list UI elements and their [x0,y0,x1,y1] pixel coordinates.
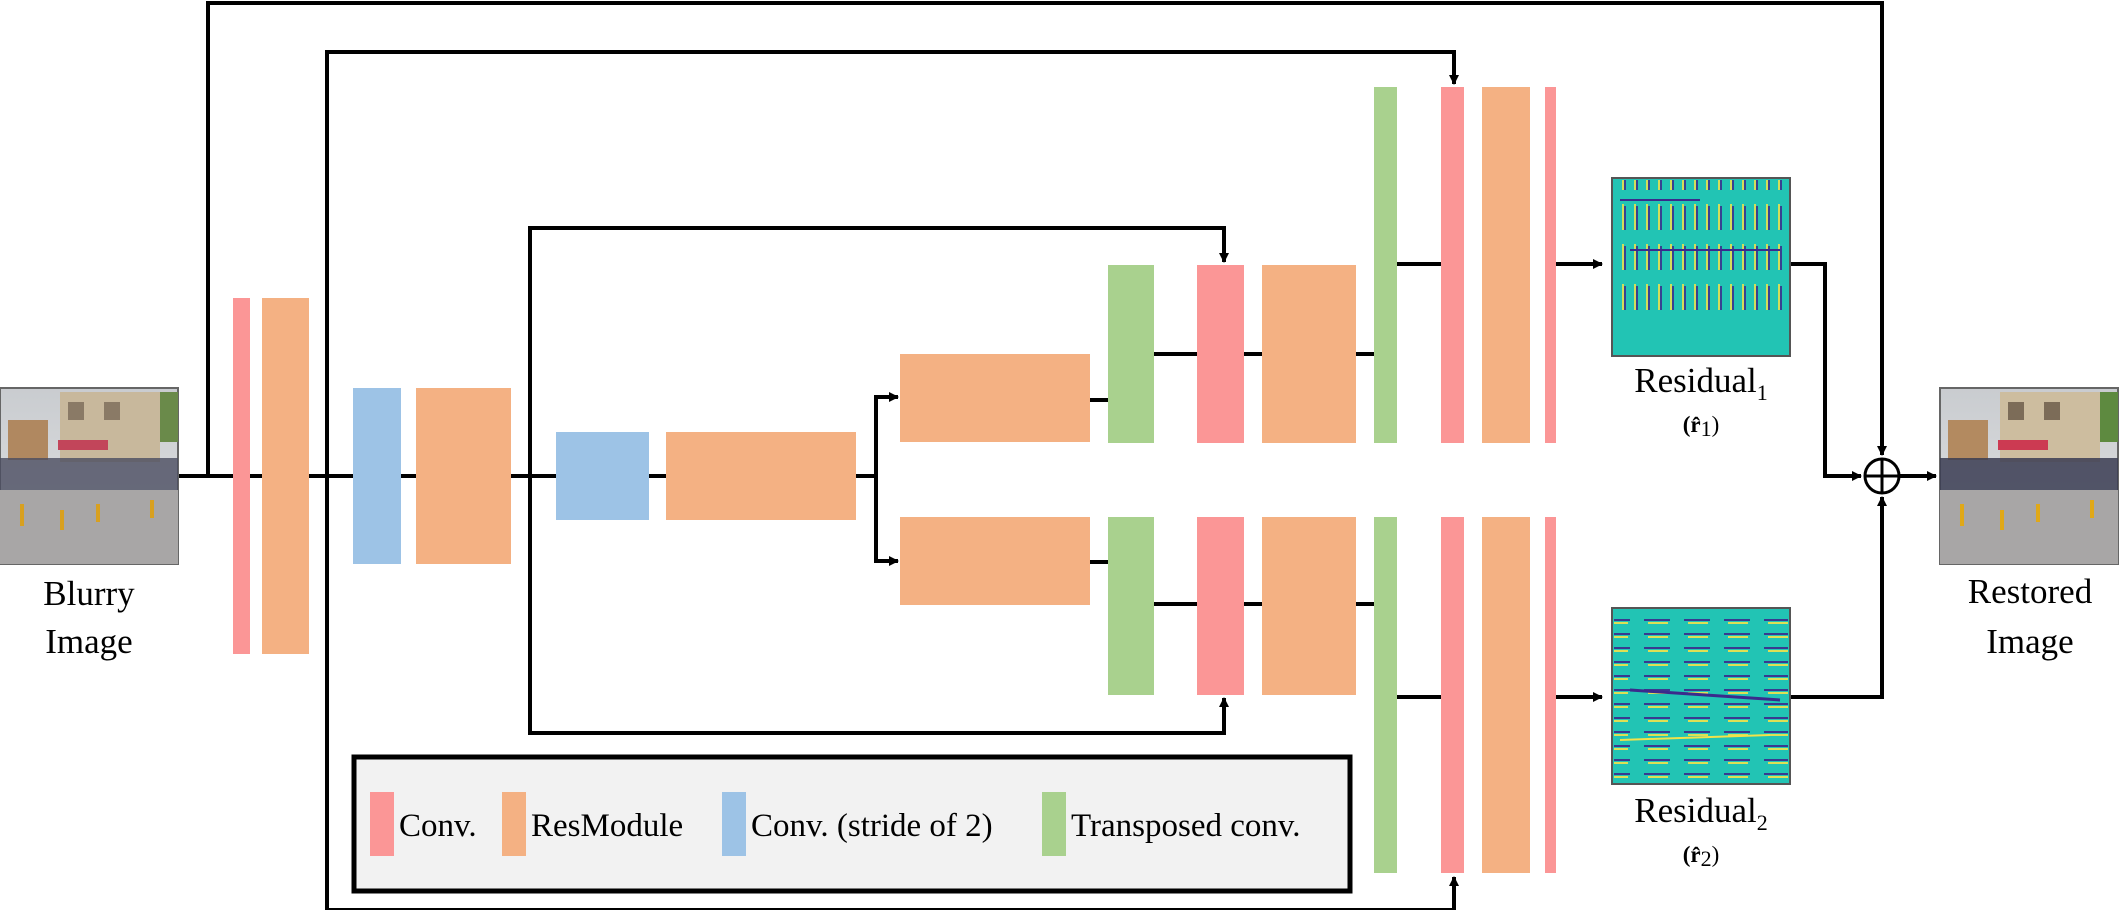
global-skip-arrow [206,1,1887,476]
residual1-to-sum-arrow [1790,262,1862,481]
branch-up-arrow [874,392,899,476]
conv-upper-1 [1197,265,1244,443]
legend-swatch-conv [370,792,394,856]
resmodule-upper-3 [1482,87,1530,443]
transposed-conv-upper-1 [1108,265,1154,443]
residual2-map [1611,607,1791,785]
conv-lower-2 [1441,517,1464,873]
output-label-line1: Restored [1968,572,2093,611]
residual1-label: Residual1 [1634,361,1767,405]
transposed-conv-upper-2 [1374,87,1397,443]
conv-block-1 [233,298,250,654]
residual1-map [1611,177,1791,357]
conv-upper-3 [1545,87,1556,443]
legend-label-conv-stride2: Conv. (stride of 2) [751,808,993,844]
sum-node [1863,457,1901,495]
legend: Conv. ResModule Conv. (stride of 2) Tran… [351,754,1353,894]
residual2-symbol: (r̂2) [1683,842,1720,871]
resmodule-lower-1 [900,517,1090,605]
skip-top-arrow [325,50,1459,476]
conv-lower-1 [1197,517,1244,695]
resmodule-block-3 [666,432,856,520]
restored-image [1939,387,2119,565]
conv-stride2-block-1 [353,388,401,564]
conv-stride2-block-2 [556,432,649,520]
legend-label-conv: Conv. [399,808,477,844]
conv-upper-2 [1441,87,1464,443]
resmodule-lower-2 [1262,517,1356,695]
resmodule-block-1 [262,298,309,654]
output-label-line2: Image [1986,622,2073,661]
skip-mid-upper-arrow [528,226,1229,476]
resmodule-upper-2 [1262,265,1356,443]
legend-swatch-resmodule [502,792,526,856]
resmodule-lower-3 [1482,517,1530,873]
resmodule-block-2 [416,388,511,564]
transposed-conv-lower-1 [1108,517,1154,695]
blurry-image [0,387,179,565]
residual1-symbol: (r̂1) [1683,412,1720,441]
connections [178,1,1937,910]
legend-label-transposed-conv: Transposed conv. [1071,808,1300,844]
input-label-line1: Blurry [43,574,135,613]
legend-swatch-transposed-conv [1042,792,1066,856]
skip-bottom-arrow [325,476,1459,910]
input-label-line2: Image [45,622,132,661]
skip-mid-lower-arrow [528,476,1229,735]
branch-down-arrow [874,476,899,566]
legend-label-resmodule: ResModule [531,808,683,844]
resmodule-upper-1 [900,354,1090,442]
transposed-conv-lower-2 [1374,517,1397,873]
residual2-to-sum-arrow [1790,496,1887,699]
residual2-label: Residual2 [1634,791,1767,835]
legend-swatch-conv-stride2 [722,792,746,856]
conv-lower-3 [1545,517,1556,873]
